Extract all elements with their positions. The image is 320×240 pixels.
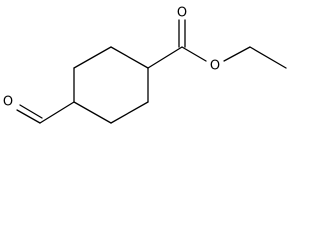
ch2-to-ch3-bond [249, 46, 287, 69]
ring-to-aldehyde-carbon-bond [39, 101, 75, 124]
carbonyl-to-ester-oxygen-bond [181, 46, 207, 62]
ester-carbonyl-oxygen-label: O [177, 6, 187, 21]
aldehyde-double-bond-inner [19, 104, 43, 119]
cyclohexane-ring [73, 46, 149, 124]
ester-oxygen-to-ch2-bond [223, 46, 251, 62]
ring-bond [110, 101, 149, 124]
ester-oxygen-label: O [210, 59, 220, 74]
molecule-structure: O O O [3, 6, 287, 124]
aldehyde-oxygen-label: O [3, 95, 13, 110]
ethyl-ester-group: O O [147, 6, 287, 74]
ring-bond [73, 101, 112, 124]
ring-bond [110, 46, 149, 69]
ring-to-carbonyl-bond [147, 46, 183, 69]
aldehyde-double-bond-outer [16, 109, 41, 124]
aldehyde-group: O [3, 95, 75, 124]
ring-bond [73, 46, 112, 69]
